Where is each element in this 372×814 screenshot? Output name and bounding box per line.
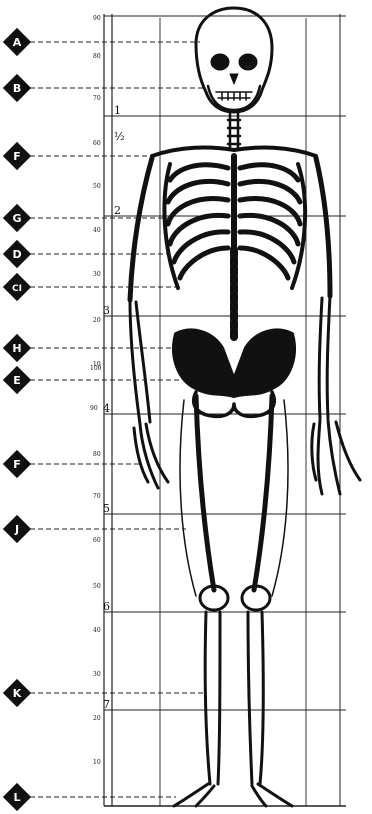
marker-g: G — [3, 204, 31, 232]
ruler-label: 70 — [93, 493, 101, 500]
scale-number-7: 7 — [103, 698, 110, 711]
scale-number-4: 4 — [103, 402, 110, 415]
marker-d: D — [3, 240, 31, 268]
ruler-label: 70 — [93, 95, 101, 102]
right-foot — [252, 784, 292, 806]
ruler-label: 100 — [90, 365, 102, 372]
marker-f-upper-label: F — [13, 150, 21, 163]
ruler-label: 60 — [93, 537, 101, 544]
scale-number-1: 1 — [114, 104, 121, 117]
left-hand — [134, 424, 168, 488]
ruler-label: 20 — [93, 317, 101, 324]
marker-f-lower-label: F — [13, 458, 21, 471]
left-forearm — [130, 300, 150, 424]
ruler-label: 50 — [93, 183, 101, 190]
right-forearm — [319, 296, 330, 418]
right-humerus — [316, 158, 330, 296]
right-tibia — [248, 612, 263, 784]
left-femur — [196, 396, 214, 590]
ruler-label: 30 — [93, 671, 101, 678]
marker-f-upper: F — [3, 142, 31, 170]
left-tibia — [205, 612, 220, 784]
marker-l-label: L — [13, 791, 20, 804]
marker-j-label: J — [14, 523, 19, 536]
marker-k: K — [3, 679, 31, 707]
ruler-label: 20 — [93, 715, 101, 722]
ruler-label: 30 — [93, 271, 101, 278]
ruler-label: 40 — [93, 627, 101, 634]
marker-ci-label: CI — [12, 284, 22, 294]
marker-e: E — [3, 366, 31, 394]
marker-a: A — [3, 28, 31, 56]
horizontal-guides — [104, 16, 346, 806]
marker-f-lower: F — [3, 450, 31, 478]
left-foot — [174, 784, 214, 806]
ruler-label: 90 — [90, 405, 98, 412]
ruler-label: 80 — [93, 451, 101, 458]
ruler-labels: 90 80 70 60 50 40 30 20 10 100 90 80 70 … — [90, 15, 102, 766]
cervical-spine — [228, 112, 240, 150]
scale-number-6: 6 — [103, 600, 110, 613]
scale-numbers: 1 ½ 2 3 4 5 6 7 — [103, 104, 125, 711]
ruler-label: 80 — [93, 53, 101, 60]
marker-ci: CI — [3, 273, 31, 301]
right-hand — [312, 420, 360, 494]
scale-number-5: 5 — [103, 502, 110, 515]
left-humerus — [130, 158, 152, 300]
marker-a-label: A — [13, 36, 22, 49]
eye-socket-right — [239, 54, 257, 70]
marker-b-label: B — [13, 82, 21, 95]
marker-leaders — [30, 42, 206, 797]
right-femur — [254, 396, 272, 590]
marker-k-label: K — [13, 687, 22, 700]
marker-g-label: G — [12, 212, 21, 225]
ruler-label: 50 — [93, 583, 101, 590]
marker-h-label: H — [12, 342, 21, 355]
ruler-label: 40 — [93, 227, 101, 234]
ruler-label: 60 — [93, 140, 101, 147]
scale-number-2: 2 — [114, 204, 121, 217]
scale-number-3: 3 — [103, 304, 110, 317]
ruler-label: 90 — [93, 15, 101, 22]
marker-b: B — [3, 74, 31, 102]
marker-d-label: D — [12, 248, 21, 261]
scale-number-half: ½ — [114, 130, 125, 143]
skeleton — [130, 8, 360, 806]
markers: A B F G D CI H E — [3, 28, 31, 811]
ruler-label: 10 — [93, 759, 101, 766]
teeth — [216, 92, 252, 100]
marker-h: H — [3, 334, 31, 362]
marker-e-label: E — [13, 374, 21, 387]
marker-l: L — [3, 783, 31, 811]
eye-socket-left — [211, 54, 229, 70]
marker-j: J — [3, 515, 31, 543]
